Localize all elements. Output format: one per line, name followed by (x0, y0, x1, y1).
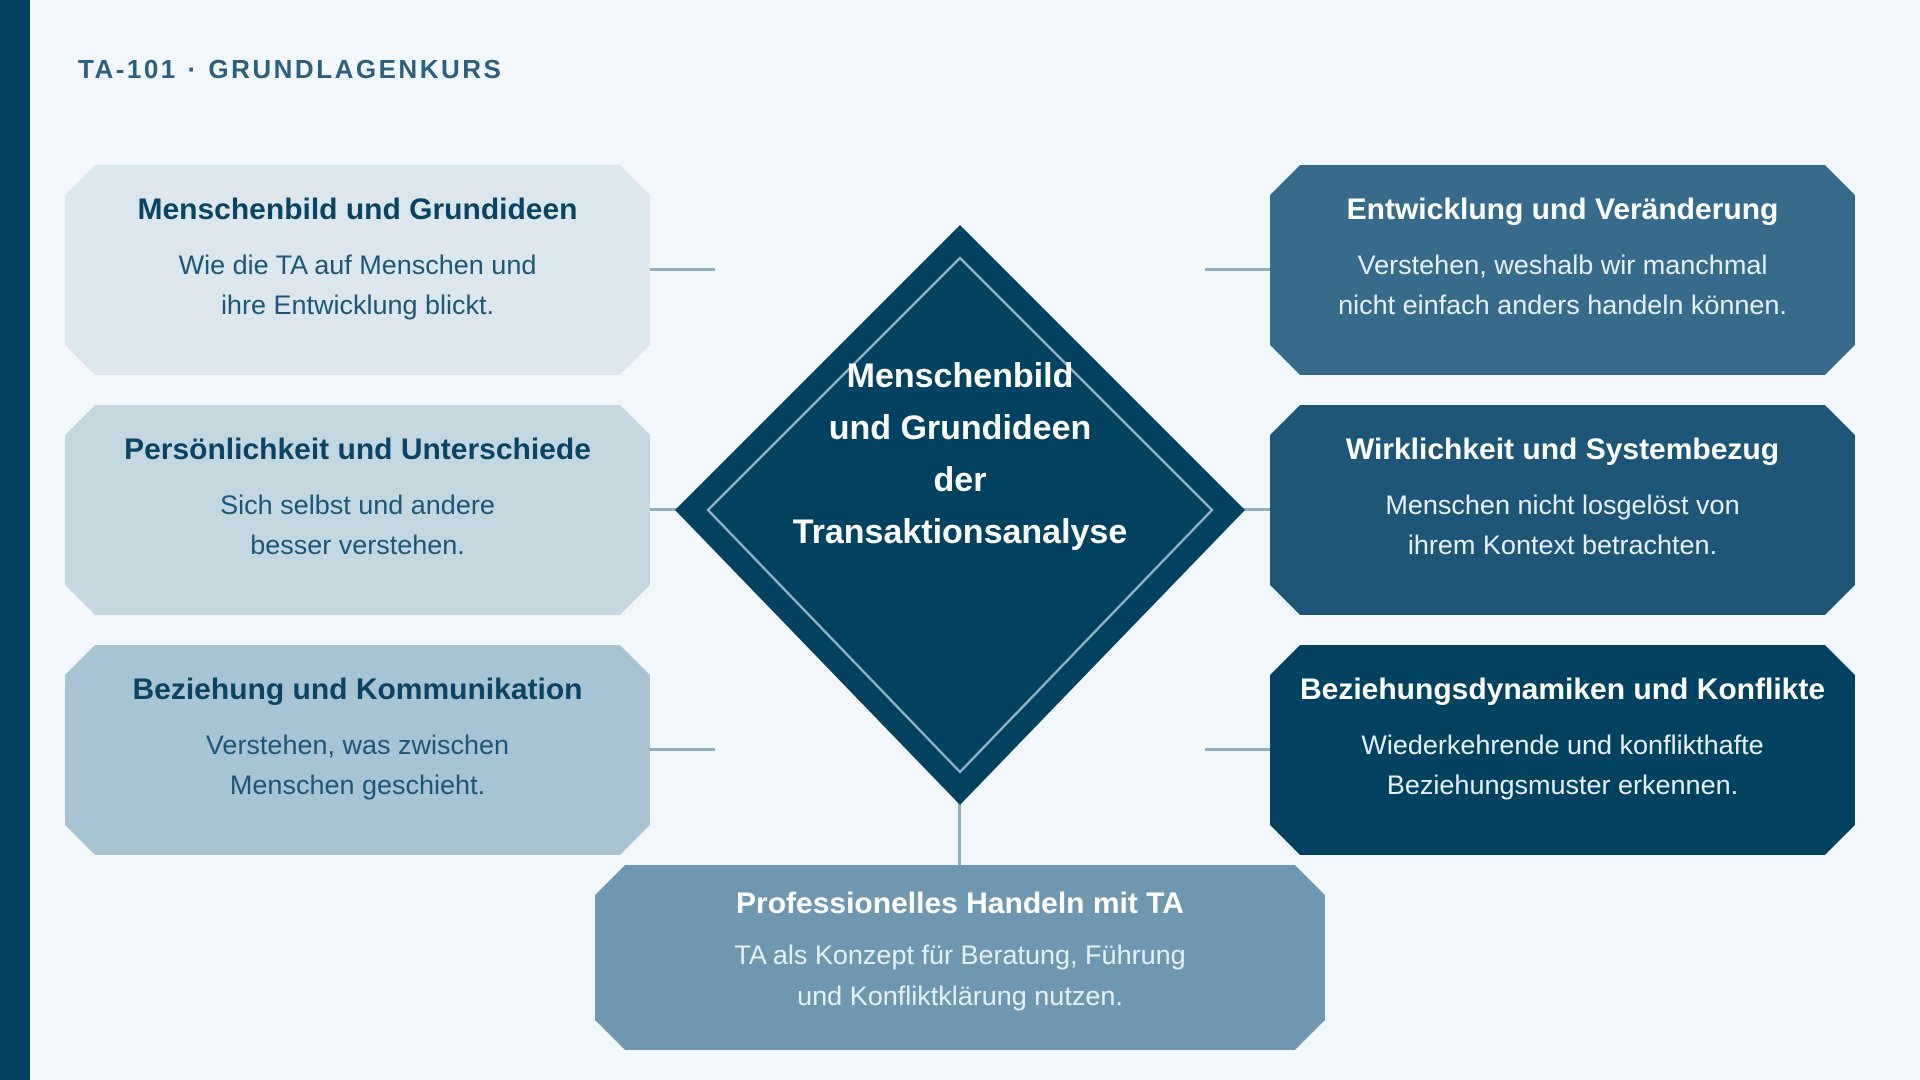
module-card-persoenlichkeit[interactable]: Persönlichkeit und Unterschiede Sich sel… (65, 405, 650, 615)
module-description: Verstehen, weshalb wir manchmal nicht ei… (1270, 245, 1855, 326)
connector-right-1 (1205, 268, 1270, 271)
center-title: Menschenbild und Grundideen der Transakt… (730, 350, 1190, 558)
module-description-line: Verstehen, was zwischen (205, 729, 510, 760)
module-description: TA als Konzept für Beratung, Führung und… (595, 935, 1325, 1019)
module-description: Wie die TA auf Menschen und ihre Entwick… (65, 245, 650, 326)
module-title: Persönlichkeit und Unterschiede (124, 433, 591, 466)
center-diamond-shape (675, 225, 1245, 805)
left-accent-stripe (0, 0, 30, 1080)
course-label: TA-101 · GRUNDLAGENKURS (78, 54, 504, 84)
module-card-wirklichkeit[interactable]: Wirklichkeit und Systembezug Menschen ni… (1270, 405, 1855, 615)
module-description-line: besser verstehen. (250, 530, 465, 560)
connector-right-3 (1205, 748, 1270, 751)
module-card-entwicklung[interactable]: Entwicklung und Veränderung Verstehen, w… (1270, 165, 1855, 375)
module-description-line: Verstehen, weshalb wir manchmal (1357, 249, 1768, 280)
module-description-line: Beziehungsmuster erkennen. (1386, 770, 1739, 800)
module-description-line: und Konfliktklärung nutzen. (797, 981, 1123, 1012)
module-description-line: Sich selbst und andere (220, 489, 495, 520)
module-card-menschenbild[interactable]: Menschenbild und Grundideen Wie die TA a… (65, 165, 650, 375)
module-description-line: Wie die TA auf Menschen und (178, 249, 537, 280)
module-title: Professionelles Handeln mit TA (736, 887, 1184, 920)
center-title-line: Menschenbild (846, 357, 1074, 395)
module-description-line: ihre Entwicklung blickt. (220, 290, 495, 320)
module-title: Entwicklung und Veränderung (1346, 193, 1779, 226)
connector-left-1 (650, 268, 715, 271)
module-description-line: Menschen geschieht. (229, 770, 486, 800)
module-description-line: ihrem Kontext betrachten. (1407, 530, 1718, 560)
module-card-professionelles-handeln[interactable]: Professionelles Handeln mit TA TA als Ko… (595, 865, 1325, 1050)
center-title-line: der (933, 461, 987, 499)
connector-left-3 (650, 748, 715, 751)
connector-bottom (958, 800, 961, 866)
center-diamond-inner-outline (706, 256, 1214, 774)
module-title: Beziehung und Kommunikation (132, 673, 583, 706)
module-description: Wiederkehrende und konflikthafte Beziehu… (1270, 725, 1855, 806)
module-title: Beziehungsdynamiken und Konflikte (1299, 673, 1826, 706)
module-description-line: Menschen nicht losgelöst von (1385, 489, 1740, 520)
module-description-line: nicht einfach anders handeln können. (1338, 290, 1787, 320)
connector-left-2 (650, 508, 680, 511)
module-description: Sich selbst und andere besser verstehen. (65, 485, 650, 566)
module-title: Wirklichkeit und Systembezug (1345, 433, 1780, 466)
module-card-beziehung[interactable]: Beziehung und Kommunikation Verstehen, w… (65, 645, 650, 855)
module-description: Menschen nicht losgelöst von ihrem Konte… (1270, 485, 1855, 566)
center-title-line: Transaktionsanalyse (792, 513, 1128, 551)
connector-right-2 (1240, 508, 1270, 511)
module-description: Verstehen, was zwischen Menschen geschie… (65, 725, 650, 806)
module-title: Menschenbild und Grundideen (137, 193, 578, 226)
center-title-line: und Grundideen (828, 409, 1092, 447)
module-card-beziehungsdynamiken[interactable]: Beziehungsdynamiken und Konflikte Wieder… (1270, 645, 1855, 855)
module-description-line: TA als Konzept für Beratung, Führung (734, 939, 1186, 970)
module-description-line: Wiederkehrende und konflikthafte (1361, 729, 1764, 760)
